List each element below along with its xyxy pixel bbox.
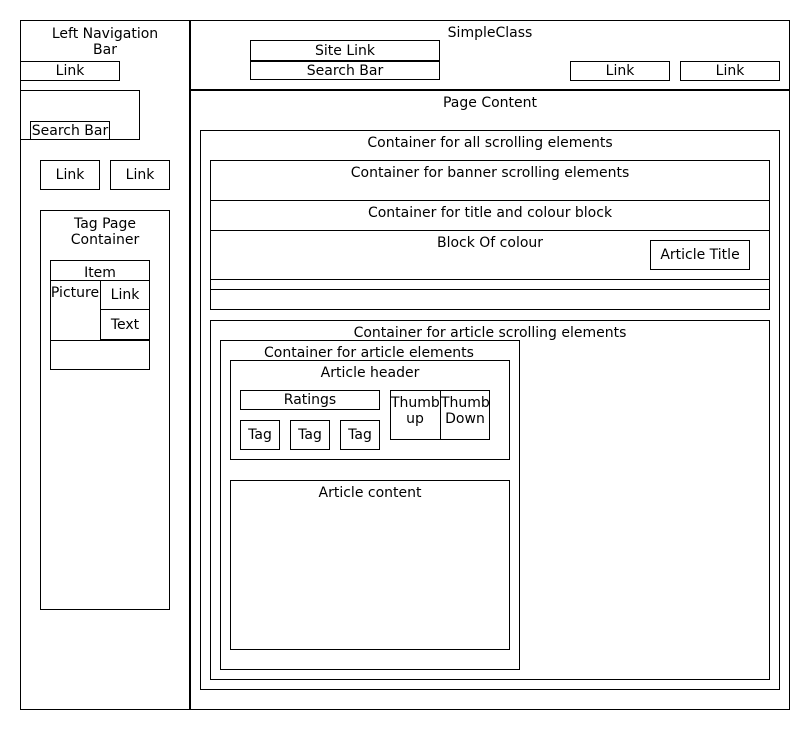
tag-page-container — [40, 210, 170, 610]
thumb-up-label: Thumb up — [391, 395, 440, 427]
tag-1[interactable]: Tag — [240, 420, 280, 450]
left-nav-link-b[interactable]: Link — [110, 160, 170, 190]
scrolling-container-title: Container for all scrolling elements — [367, 135, 613, 151]
item-bottom-divider — [50, 340, 150, 341]
article-content — [230, 480, 510, 650]
left-navigation-bar-title: Left Navigation Bar — [51, 26, 159, 58]
article-header — [230, 360, 510, 460]
item-picture: Picture — [50, 285, 100, 301]
title-colour-container-title: Container for title and colour block — [367, 205, 613, 221]
site-link[interactable]: Site Link — [250, 40, 440, 61]
colour-block-top — [210, 230, 770, 231]
header-link-2[interactable]: Link — [680, 61, 780, 81]
banner-strip-divider — [210, 289, 770, 290]
tag-3[interactable]: Tag — [340, 420, 380, 450]
ratings[interactable]: Ratings — [240, 390, 380, 410]
thumb-down-button[interactable] — [440, 390, 490, 440]
item-link[interactable]: Link — [100, 280, 150, 310]
colour-block-bottom — [210, 279, 770, 280]
title-colour-divider — [210, 200, 770, 201]
left-nav-search-bar[interactable]: Search Bar — [30, 121, 110, 140]
page-content-title: Page Content — [442, 95, 538, 111]
banner-container-title: Container for banner scrolling elements — [350, 165, 630, 181]
article-scrolling-container-title: Container for article scrolling elements — [353, 325, 627, 341]
article-elements-container — [220, 340, 520, 670]
left-navigation-bar — [20, 20, 191, 710]
tag-2[interactable]: Tag — [290, 420, 330, 450]
colour-block-label: Block Of colour — [436, 235, 544, 251]
header-search-bar[interactable]: Search Bar — [250, 60, 440, 80]
tag-page-container-title: Tag Page Container — [70, 216, 140, 248]
item-title: Item — [84, 265, 116, 281]
article-content-title: Article content — [318, 485, 422, 501]
banner-container — [210, 160, 770, 310]
article-header-title: Article header — [320, 365, 420, 381]
site-title: SimpleClass — [447, 25, 533, 41]
header-link-1[interactable]: Link — [570, 61, 670, 81]
left-nav-link-a[interactable]: Link — [40, 160, 100, 190]
scrolling-container — [200, 130, 780, 690]
header-divider — [190, 89, 790, 91]
left-nav-link[interactable]: Link — [20, 61, 120, 81]
article-scrolling-container — [210, 320, 770, 680]
thumb-down-label: Thumb Down — [441, 395, 490, 427]
article-title: Article Title — [650, 240, 750, 270]
article-elements-container-title: Container for article elements — [264, 345, 474, 361]
item-text: Text — [100, 309, 150, 340]
